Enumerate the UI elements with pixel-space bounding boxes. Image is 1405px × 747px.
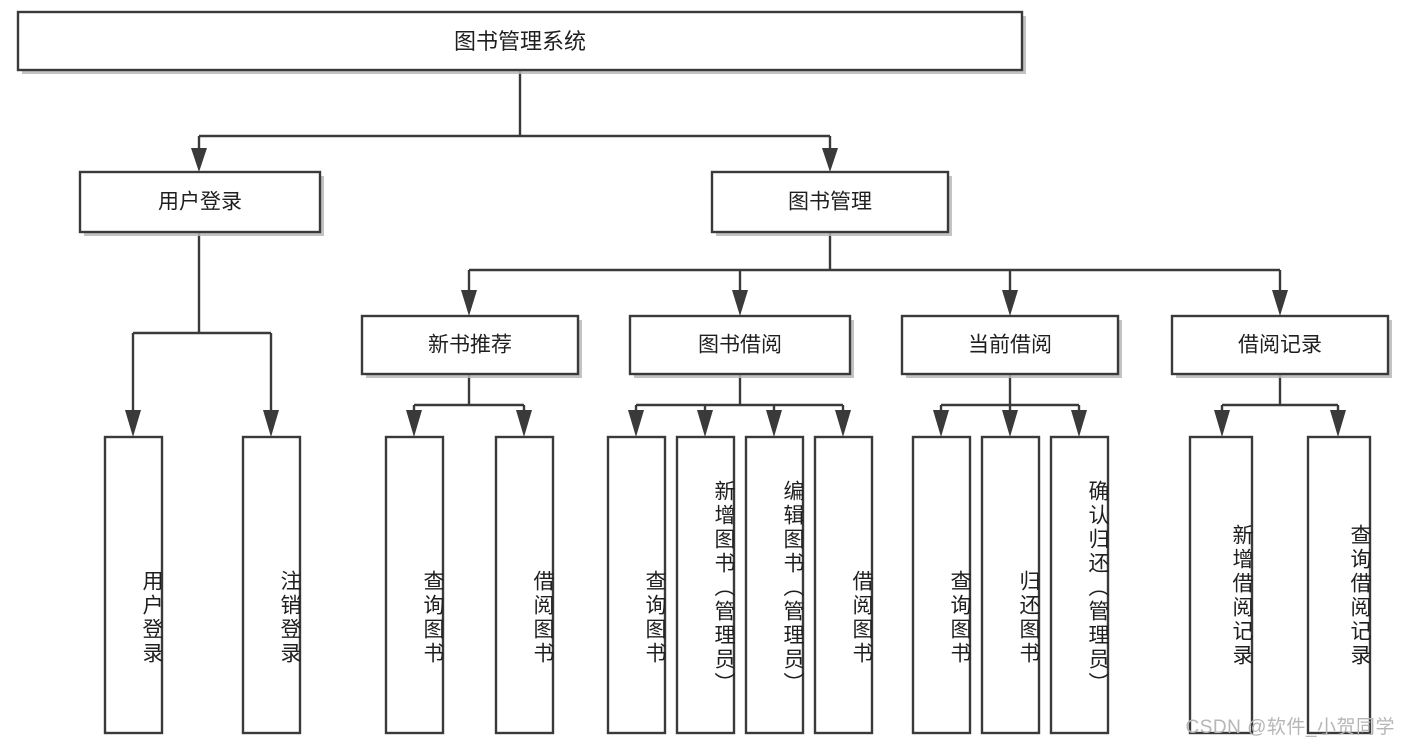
node-book-management-label: 图书管理 — [788, 191, 872, 214]
arrow-head-leaf-user-logout — [263, 410, 279, 437]
arrow-head-leaf-query-book-3 — [933, 410, 949, 437]
leaf-box-query-record[interactable] — [1306, 435, 1372, 735]
node-current-borrow-box[interactable] — [900, 314, 1120, 376]
arrow-head-leaf-add-record — [1214, 410, 1230, 437]
node-book-management-box[interactable] — [710, 170, 950, 234]
arrow-head-leaf-add-book — [697, 410, 713, 437]
arrow-head-leaf-query-book-1 — [406, 410, 422, 437]
arrow-head-leaf-user-login — [125, 410, 141, 437]
arrow-head-leaf-query-book-2 — [628, 410, 644, 437]
leaf-box-user-login[interactable] — [103, 435, 164, 735]
node-root-label: 图书管理系统 — [454, 29, 586, 54]
node-user-login[interactable]: 用户登录 — [78, 170, 324, 236]
node-root[interactable]: 图书管理系统 — [16, 10, 1026, 74]
leaf-box-confirm-return[interactable] — [1049, 435, 1110, 735]
node-borrow-record-box[interactable] — [1170, 314, 1390, 376]
arrow-head-leaf-confirm-return — [1071, 410, 1087, 437]
connector-group-book-management — [461, 232, 1288, 316]
connector-group-user-login — [125, 232, 279, 437]
node-book-management[interactable]: 图书管理 — [710, 170, 952, 236]
node-current-borrow[interactable]: 当前借阅 — [900, 314, 1122, 378]
node-root-box[interactable] — [16, 10, 1024, 72]
arrow-head-leaf-borrow-book-1 — [516, 410, 532, 437]
arrow-head-leaf-return-book — [1002, 410, 1018, 437]
leaf-box-return-book[interactable] — [980, 435, 1041, 735]
leaf-box-borrow-book-2[interactable] — [813, 435, 874, 735]
node-book-borrow-label: 图书借阅 — [698, 334, 782, 357]
arrow-head-leaf-borrow-book-2 — [835, 410, 851, 437]
connector-group-current-borrow — [933, 375, 1087, 437]
connector-group-book-borrow — [628, 375, 851, 437]
arrow-head-book-management — [822, 148, 838, 172]
arrow-head-leaf-query-record — [1330, 410, 1346, 437]
node-new-book-recommend[interactable]: 新书推荐 — [360, 314, 582, 378]
connector-group-new-book-recommend — [406, 375, 532, 437]
node-user-login-box[interactable] — [78, 170, 322, 234]
arrow-head-borrow-record — [1272, 290, 1288, 316]
arrow-head-new-book-recommend — [461, 290, 477, 316]
leaf-box-edit-book[interactable] — [744, 435, 805, 735]
arrow-head-user-login — [191, 148, 207, 172]
leaf-box-query-book-2[interactable] — [606, 435, 667, 735]
node-new-book-recommend-box[interactable] — [360, 314, 580, 376]
arrow-head-current-borrow — [1002, 290, 1018, 316]
node-current-borrow-label: 当前借阅 — [968, 334, 1052, 357]
leaf-box-query-book-1[interactable] — [384, 435, 445, 735]
node-borrow-record-label: 借阅记录 — [1238, 334, 1322, 357]
leaf-box-group — [103, 435, 1372, 735]
connector-group-borrow-record — [1214, 375, 1346, 437]
leaf-box-query-book-3[interactable] — [911, 435, 972, 735]
node-borrow-record[interactable]: 借阅记录 — [1170, 314, 1392, 378]
node-book-borrow-box[interactable] — [628, 314, 852, 376]
leaf-box-add-record[interactable] — [1188, 435, 1254, 735]
leaf-box-borrow-book-1[interactable] — [494, 435, 555, 735]
arrow-head-leaf-edit-book — [766, 410, 782, 437]
leaf-box-add-book[interactable] — [675, 435, 736, 735]
connector-group-root — [191, 70, 838, 172]
node-new-book-recommend-label: 新书推荐 — [428, 334, 512, 357]
node-user-login-label: 用户登录 — [158, 191, 242, 214]
node-book-borrow[interactable]: 图书借阅 — [628, 314, 854, 378]
arrow-head-book-borrow — [732, 290, 748, 316]
leaf-box-user-logout[interactable] — [241, 435, 302, 735]
